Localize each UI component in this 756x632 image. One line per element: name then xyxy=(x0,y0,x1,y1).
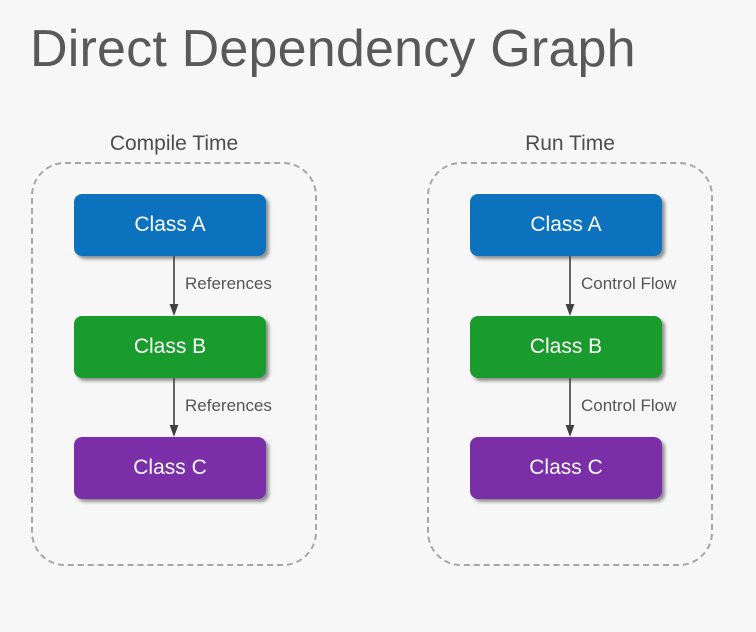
edge-label-b-to-c: Control Flow xyxy=(581,396,677,415)
panel-title-compile-time: Compile Time xyxy=(109,132,239,155)
edge-label-b-to-c: References xyxy=(185,396,272,415)
node-class-c[interactable]: Class C xyxy=(470,437,662,499)
edge-arrow-b-to-c xyxy=(565,378,575,437)
panel-run-time: Run Time Class A Control Flow Class B Co… xyxy=(427,130,713,566)
node-class-a[interactable]: Class A xyxy=(74,194,266,256)
node-class-a[interactable]: Class A xyxy=(470,194,662,256)
panel-boundary-run-time: Class A Control Flow Class B Control Flo… xyxy=(427,162,713,566)
page-title: Direct Dependency Graph xyxy=(30,20,636,78)
edge-label-a-to-b: Control Flow xyxy=(581,274,677,293)
edge-label-a-to-b: References xyxy=(185,274,272,293)
panel-boundary-compile-time: Class A References Class B References Cl… xyxy=(31,162,317,566)
edge-arrow-b-to-c xyxy=(169,378,179,437)
node-class-b[interactable]: Class B xyxy=(470,316,662,378)
panel-title-run-time: Run Time xyxy=(525,132,615,155)
panel-compile-time: Compile Time Class A References Class B … xyxy=(31,130,317,566)
node-class-b[interactable]: Class B xyxy=(74,316,266,378)
edge-arrow-a-to-b xyxy=(565,256,575,316)
edge-arrow-a-to-b xyxy=(169,256,179,316)
node-class-c[interactable]: Class C xyxy=(74,437,266,499)
